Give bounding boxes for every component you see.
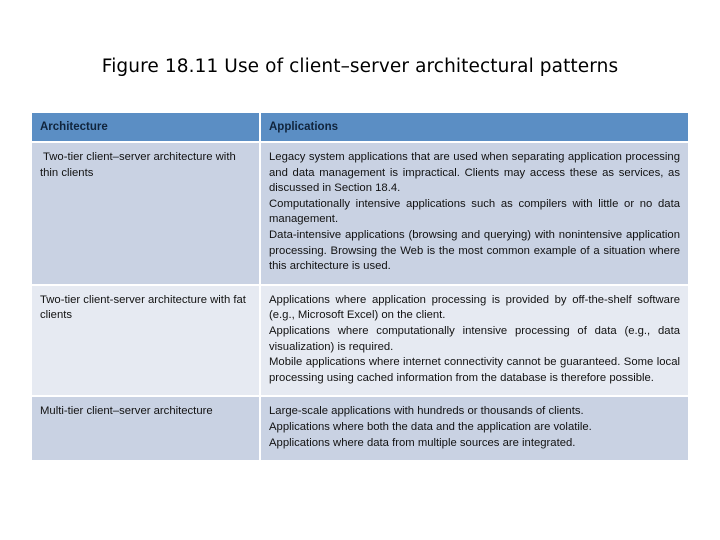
table-row: Multi-tier client–server architecture La… xyxy=(32,395,688,461)
table-row: Two-tier client–server architecture with… xyxy=(32,141,688,285)
cell-applications: Legacy system applications that are used… xyxy=(260,141,688,285)
cell-architecture: Two-tier client–server architecture with… xyxy=(32,141,261,285)
column-header-applications: Applications xyxy=(260,113,688,142)
application-paragraph: Applications where data from multiple so… xyxy=(269,436,576,449)
application-paragraph: Applications where application processin… xyxy=(269,293,680,322)
cell-architecture: Two-tier client-server architecture with… xyxy=(32,283,261,397)
architecture-name: Two-tier client–server architecture with… xyxy=(40,151,236,179)
cell-architecture: Multi-tier client–server architecture xyxy=(32,395,261,461)
application-paragraph: Mobile applications where internet conne… xyxy=(269,356,680,384)
application-paragraph: Legacy system applications that are used… xyxy=(269,151,680,195)
application-paragraph: Computationally intensive applications s… xyxy=(269,197,680,226)
architecture-name: Two-tier client-server architecture with… xyxy=(40,293,246,322)
architecture-table-container: Architecture Applications Two-tier clien… xyxy=(32,113,688,461)
table-header-row: Architecture Applications xyxy=(32,113,688,142)
application-paragraph: Applications where both the data and the… xyxy=(269,420,592,433)
table-header: Architecture Applications xyxy=(32,113,688,142)
architecture-name: Multi-tier client–server architecture xyxy=(40,405,213,418)
table-body: Two-tier client–server architecture with… xyxy=(32,141,688,461)
page-title: Figure 18.11 Use of client–server archit… xyxy=(101,56,619,77)
cell-applications: Large-scale applications with hundreds o… xyxy=(260,395,688,461)
application-paragraph: Data-intensive applications (browsing an… xyxy=(269,228,680,273)
architecture-table: Architecture Applications Two-tier clien… xyxy=(32,113,688,461)
table-row: Two-tier client-server architecture with… xyxy=(32,283,688,397)
cell-applications: Applications where application processin… xyxy=(260,283,688,397)
column-header-architecture: Architecture xyxy=(32,113,261,142)
application-paragraph: Large-scale applications with hundreds o… xyxy=(269,405,584,418)
application-paragraph: Applications where computationally inten… xyxy=(269,324,680,353)
